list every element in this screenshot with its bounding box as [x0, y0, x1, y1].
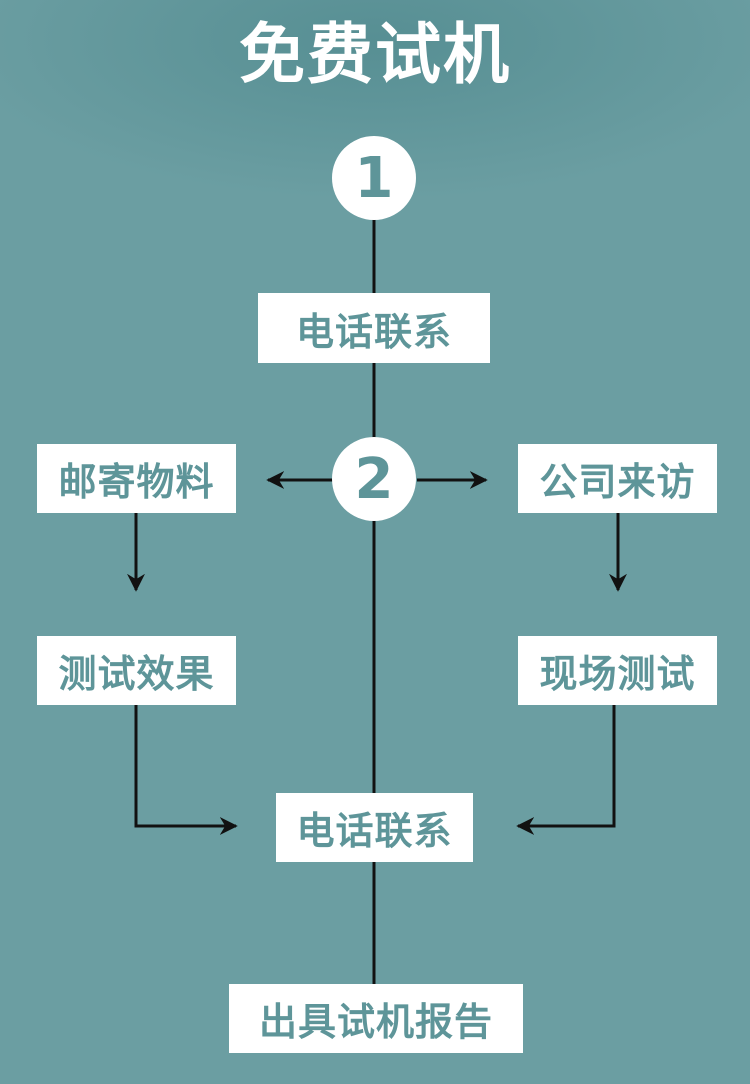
box-issue-report: 出具试机报告 — [229, 984, 523, 1053]
path-test-down — [134, 705, 238, 835]
step-2-circle: 2 — [332, 437, 416, 521]
box-contact-top: 电话联系 — [258, 293, 490, 363]
box-contact-bottom: 电话联系 — [276, 793, 473, 862]
box-mail-material: 邮寄物料 — [37, 444, 236, 513]
path-onsite-down — [516, 705, 616, 835]
box-onsite-test: 现场测试 — [518, 636, 717, 705]
box-company-visit: 公司来访 — [518, 444, 717, 513]
step-1-circle: 1 — [332, 136, 416, 220]
page-title: 免费试机 — [239, 16, 511, 93]
box-test-effect: 测试效果 — [37, 636, 236, 705]
